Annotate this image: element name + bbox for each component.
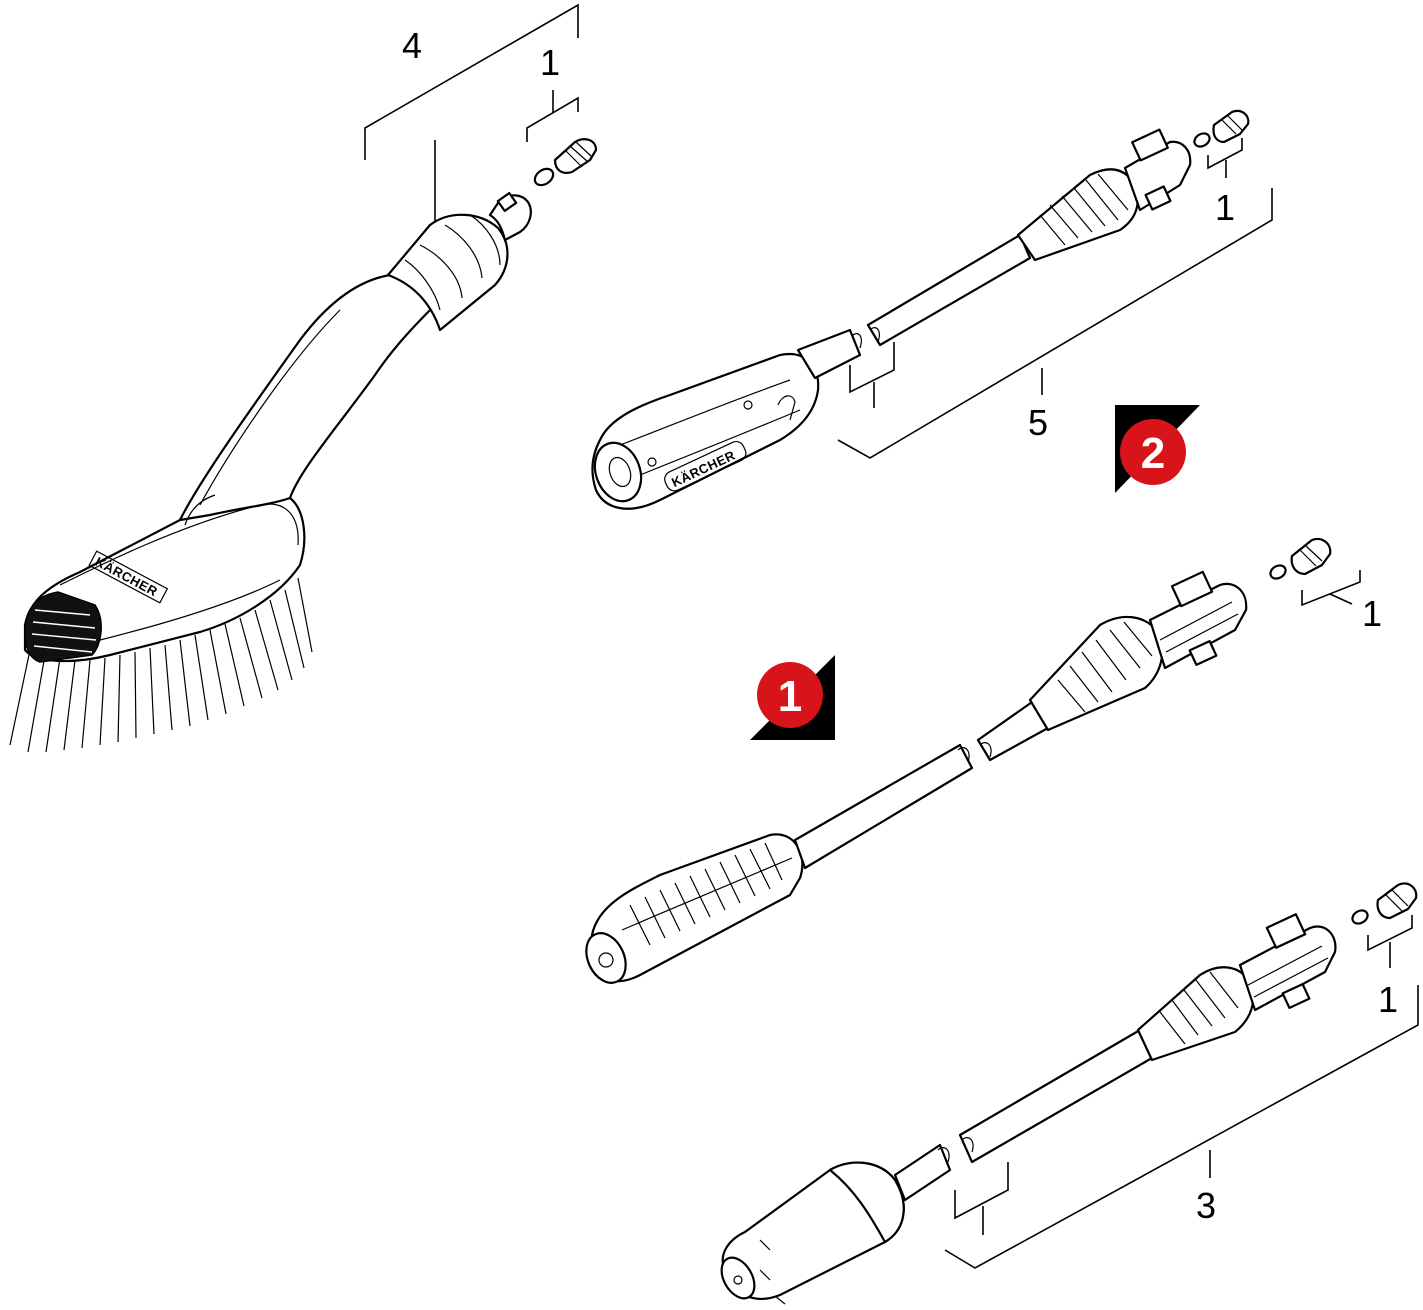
lance-bottom-grip — [1136, 966, 1255, 1062]
brush-o-ring — [533, 167, 555, 187]
lance-bottom-assembly: 3 1 — [720, 882, 1419, 1305]
callout-lance-top-nozzle: 1 — [1215, 187, 1235, 228]
lance-bottom-o-ring — [1351, 909, 1369, 925]
lance-bottom-nozzle-bracket — [1367, 915, 1413, 952]
lance-middle-tube-lower — [793, 743, 974, 870]
lance-top-assembly: KÄRCHER 5 1 — [591, 109, 1273, 510]
lance-middle-nozzle-bracket — [1301, 570, 1361, 607]
lance-middle-o-ring — [1269, 564, 1287, 580]
lance-top-handle-end — [593, 441, 643, 503]
brush-kit-bracket — [364, 3, 579, 160]
callout-lance-middle-nozzle: 1 — [1362, 593, 1382, 634]
callout-brush-kit: 4 — [402, 25, 422, 66]
brush-coupling-nut — [386, 213, 509, 332]
callout-lance-bottom-nozzle: 1 — [1378, 979, 1398, 1020]
brush-handle — [178, 273, 442, 522]
lance-bottom-kit-bracket — [944, 985, 1419, 1269]
lance-top-nozzle-bracket — [1207, 138, 1243, 170]
lance-top-o-ring — [1193, 132, 1211, 148]
badge-1-number: 1 — [778, 672, 802, 721]
brush-bristles — [9, 577, 313, 753]
callout-lance-top-kit: 5 — [1028, 402, 1048, 443]
badge-2-number: 2 — [1141, 429, 1165, 478]
callout-brush-nozzle: 1 — [540, 42, 560, 83]
lance-bottom-tube-lower — [893, 1143, 952, 1202]
wash-brush-assembly: KÄRCHER 4 1 — [9, 3, 598, 753]
lance-bottom-tube-upper — [958, 1028, 1154, 1164]
lance-top-handle — [591, 352, 820, 510]
brush-bumper — [24, 591, 102, 663]
brush-nozzle-insert — [553, 138, 598, 174]
lance-top-nozzle-insert — [1212, 109, 1250, 144]
lance-bottom-nozzle-insert — [1376, 882, 1418, 920]
lance-middle-coupling — [1148, 582, 1248, 670]
lance-top-kit-bracket — [837, 188, 1273, 459]
lance-middle-grip — [1028, 615, 1164, 732]
lance-top-tube-lower — [796, 328, 862, 380]
badge-2: 2 — [1115, 405, 1200, 493]
lance-bottom-coupling — [1238, 925, 1337, 1012]
lance-middle-nozzle-insert — [1290, 537, 1332, 576]
brush-connector — [488, 194, 532, 242]
lance-middle-assembly: 1 — [585, 537, 1382, 984]
badge-1: 1 — [750, 655, 835, 740]
callout-lance-bottom-kit: 3 — [1196, 1185, 1216, 1226]
lance-top-tube-upper — [866, 233, 1032, 347]
